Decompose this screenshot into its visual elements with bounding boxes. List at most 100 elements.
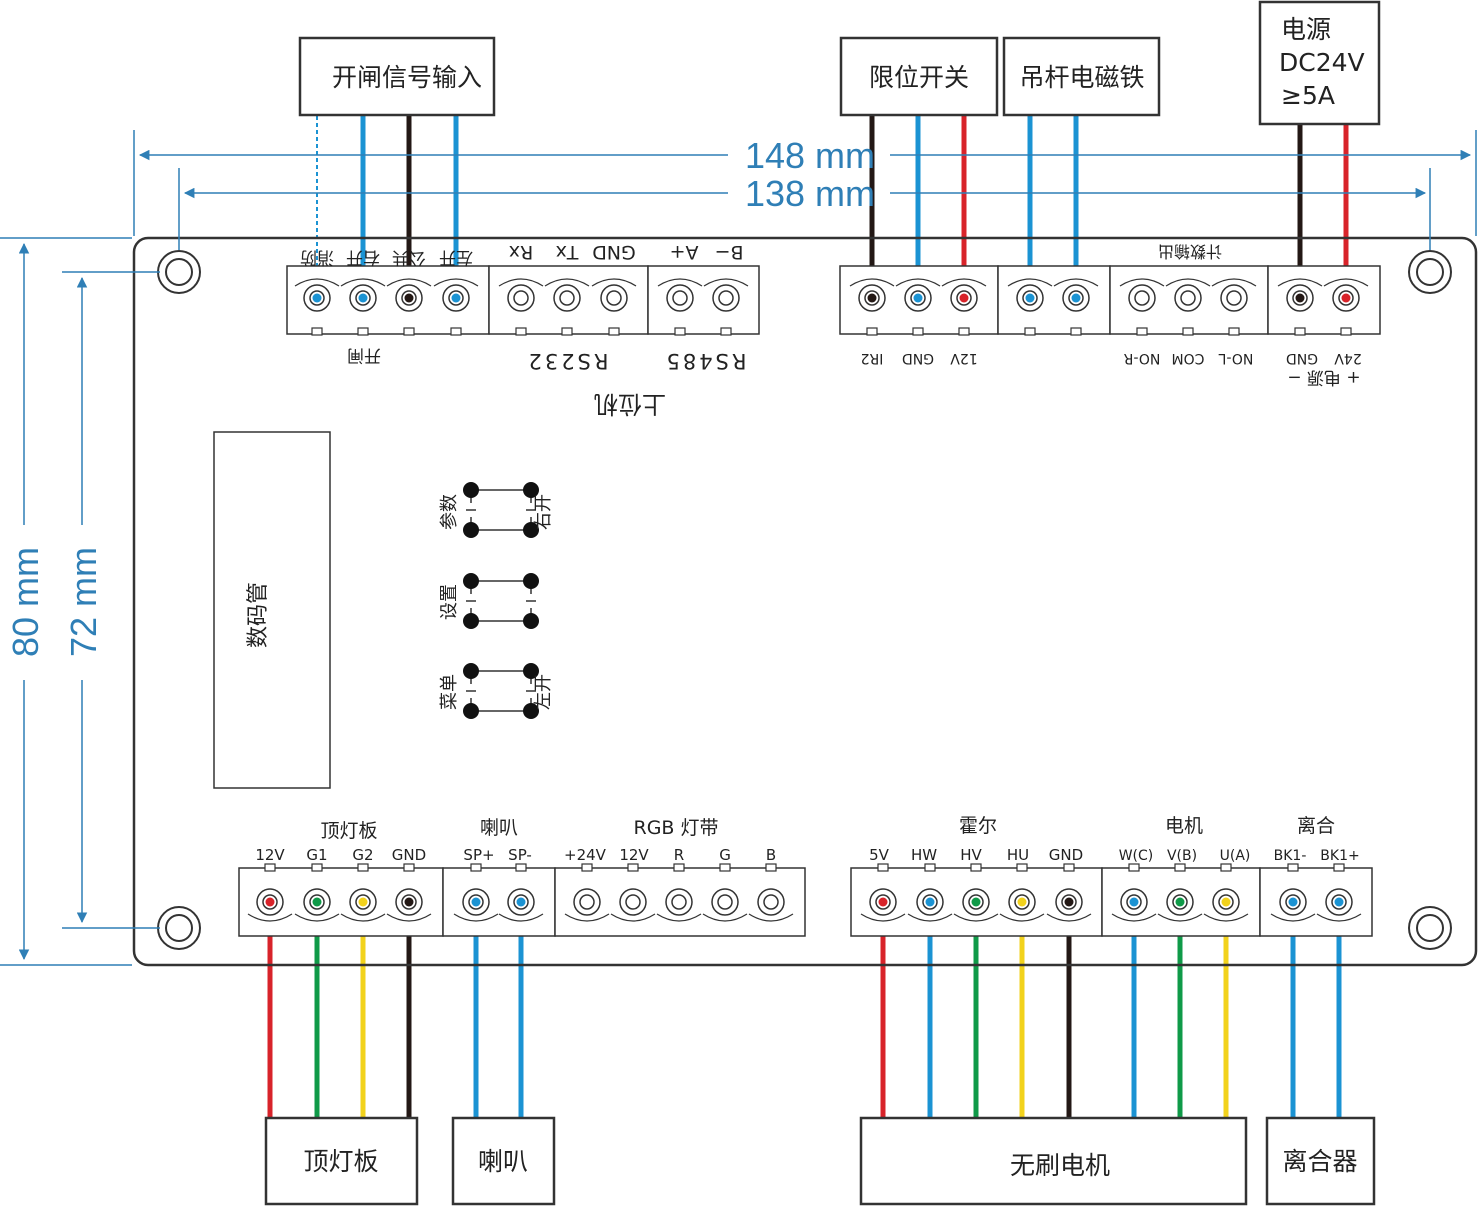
button-param-label: 参数 — [439, 494, 460, 530]
pin-label-rgb-g: G — [719, 846, 731, 864]
power-box — [1258, 0, 1381, 126]
pin-rgb-r — [656, 863, 702, 922]
pin-label-hall-gnd: GND — [1049, 846, 1083, 864]
mounting-hole-bl — [157, 906, 201, 950]
limit-switch-box — [839, 36, 999, 117]
pin-label-rgb-12v: 12V — [619, 846, 649, 864]
button-param[interactable] — [463, 482, 539, 538]
pin-power-24v — [1323, 278, 1369, 336]
pin-label-bk1-plus: BK1+ — [1320, 848, 1359, 864]
pin-rs232-gnd — [591, 278, 637, 336]
pin-label-b-minus: B− — [715, 241, 744, 263]
rs232-group-label: RS232 — [525, 349, 608, 373]
speaker-group-label: 喇叭 — [480, 817, 518, 839]
pin-ir2 — [849, 278, 895, 336]
top-pins — [294, 278, 1369, 336]
dim-outer-height: 80 mm — [5, 547, 46, 657]
pin-toplight-gnd — [386, 863, 432, 922]
boom-electromagnet-box — [1002, 36, 1161, 117]
pin-sp-minus — [498, 863, 544, 922]
pin-label-motor-w: W(C) — [1119, 848, 1154, 864]
top-light-board-label: 顶灯板 — [303, 1147, 378, 1176]
pin-magnet-1 — [1007, 278, 1053, 336]
button-setup[interactable] — [463, 573, 539, 629]
pin-label-power-gnd: GND — [1286, 350, 1318, 366]
top-light-board-box — [264, 1116, 419, 1206]
pin-rgb-12v — [610, 863, 656, 922]
pin-no-r — [1119, 278, 1165, 336]
dimension-lines — [0, 130, 1477, 966]
motor-group-label: 电机 — [1165, 815, 1203, 837]
pin-label-sp-minus: SP- — [508, 846, 532, 864]
pin-label-rgb-24v: +24V — [564, 846, 607, 864]
pin-hall-hw — [907, 863, 953, 922]
pin-hall-hu — [999, 863, 1045, 922]
gate-pin-labels: 消防 右开 公共 左开 开闸 — [300, 247, 473, 365]
gate-group-label: 开闸 — [347, 345, 381, 365]
host-group-label: 上位机 — [594, 390, 666, 418]
pin-label-bk1-minus: BK1- — [1274, 848, 1307, 864]
count-output-labels: 计数输出 NO-R COM NO-L — [1123, 242, 1253, 366]
clutch-label: 离合器 — [1282, 1147, 1357, 1176]
pin-label-common: 公共 — [392, 247, 426, 267]
pin-label-hall-hw: HW — [911, 846, 937, 864]
pin-label-hall-5v: 5V — [869, 846, 890, 864]
display-label: 数码管 — [246, 582, 271, 648]
pin-limit-12v — [941, 278, 987, 336]
rs232-labels: Rx Tx GND RS232 — [509, 241, 636, 373]
pin-motor-v — [1157, 863, 1203, 922]
seven-segment-display — [213, 431, 331, 789]
brushless-motor-box — [859, 1116, 1248, 1206]
pin-common — [386, 278, 432, 336]
pin-label-motor-v: V(B) — [1167, 848, 1197, 864]
limit-switch-label: 限位开关 — [869, 63, 969, 92]
mounting-hole-tl — [157, 250, 201, 294]
pin-rx — [498, 278, 544, 336]
power-group-label: + 电源 − — [1287, 367, 1360, 387]
pin-label-sp-plus: SP+ — [463, 846, 494, 864]
power-label-3: ≥5A — [1281, 81, 1335, 110]
pin-no-l — [1211, 278, 1257, 336]
pin-label-limit-12v: 12V — [950, 350, 978, 366]
wires — [267, 116, 1349, 1118]
pin-label-rx: Rx — [509, 241, 533, 263]
pin-right-open — [340, 278, 386, 336]
rgb-group-label: RGB 灯带 — [634, 817, 719, 839]
dim-inner-width: 138 mm — [745, 173, 875, 214]
pin-b-minus — [703, 278, 749, 336]
pin-power-gnd — [1277, 278, 1323, 336]
button-menu[interactable] — [463, 663, 539, 719]
pin-label-left-open: 左开 — [439, 247, 473, 267]
button-menu-label: 菜单 — [439, 674, 460, 710]
pcb-board — [132, 236, 1478, 967]
pin-hall-5v — [860, 863, 906, 922]
clutch-group-label: 离合 — [1297, 815, 1335, 837]
pin-rgb-g — [702, 863, 748, 922]
mounting-hole-br — [1408, 906, 1452, 950]
pin-label-toplight-gnd: GND — [392, 846, 426, 864]
clutch-box — [1265, 1116, 1376, 1206]
pin-toplight-12v — [247, 863, 293, 922]
pin-label-no-r: NO-R — [1123, 350, 1160, 366]
rs485-group-label: RS485 — [663, 349, 746, 373]
pin-motor-u — [1203, 863, 1249, 922]
pin-label-toplight-g2: G2 — [352, 846, 373, 864]
pin-label-no-l: NO-L — [1218, 350, 1253, 366]
toplight-group-label: 顶灯板 — [320, 820, 377, 842]
pin-motor-w — [1111, 863, 1157, 922]
pin-hall-hv — [953, 863, 999, 922]
mounting-hole-bl-inner — [165, 914, 193, 942]
pin-toplight-g2 — [340, 863, 386, 922]
limit-pin-labels: IR2 GND 12V — [861, 350, 978, 366]
dim-outer-width: 148 mm — [745, 135, 875, 176]
pin-label-limit-gnd: GND — [902, 350, 934, 366]
rs485-labels: A+ B− RS485 — [663, 241, 746, 373]
pin-left-open — [433, 278, 479, 336]
pin-sp-plus — [453, 863, 499, 922]
pin-magnet-2 — [1053, 278, 1099, 336]
boom-electromagnet-label: 吊杆电磁铁 — [1019, 63, 1144, 92]
brushless-motor-label: 无刷电机 — [1010, 1151, 1110, 1180]
pin-label-hall-hv: HV — [960, 846, 982, 864]
gate-signal-input-label: 开闸信号输入 — [332, 63, 482, 92]
